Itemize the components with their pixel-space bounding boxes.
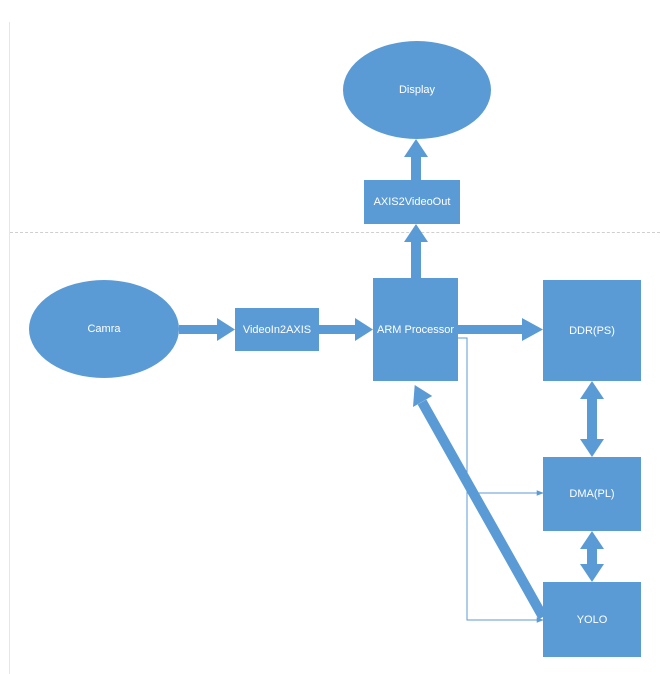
ddr-ps-label: DDR(PS) (569, 324, 615, 337)
arrow-camra-to-videoin2axis (179, 318, 235, 341)
frame-border (9, 22, 10, 674)
arrow-arm-to-axis2videoout (404, 224, 428, 278)
arm-processor-label: ARM Processor (376, 323, 455, 336)
arm-processor-node: ARM Processor (373, 278, 458, 381)
arrow-arm-to-ddr (458, 318, 543, 341)
arrow-axis2videoout-to-display (404, 139, 428, 180)
dma-pl-label: DMA(PL) (569, 488, 615, 500)
arrow-dma-yolo-bidirectional (580, 531, 604, 582)
yolo-node: YOLO (543, 582, 641, 657)
connector-arm-to-dma-yolo (458, 337, 544, 623)
camra-label: Camra (87, 323, 121, 335)
arrow-ddr-dma-bidirectional (580, 381, 604, 457)
arrow-videoin2axis-to-arm (319, 318, 373, 341)
display-label: Display (398, 84, 436, 96)
camra-node: Camra (29, 280, 179, 378)
videoin2axis-label: VideoIn2AXIS (242, 323, 312, 336)
display-node: Display (343, 41, 491, 139)
dma-pl-node: DMA(PL) (543, 457, 641, 531)
axis2videoout-label: AXIS2VideoOut (373, 196, 451, 208)
axis2videoout-node: AXIS2VideoOut (364, 180, 460, 224)
yolo-label: YOLO (576, 613, 608, 626)
videoin2axis-node: VideoIn2AXIS (235, 308, 319, 351)
ps-pl-divider-line (10, 232, 660, 233)
ddr-ps-node: DDR(PS) (543, 280, 641, 381)
arrow-yolo-to-arm (413, 385, 548, 620)
